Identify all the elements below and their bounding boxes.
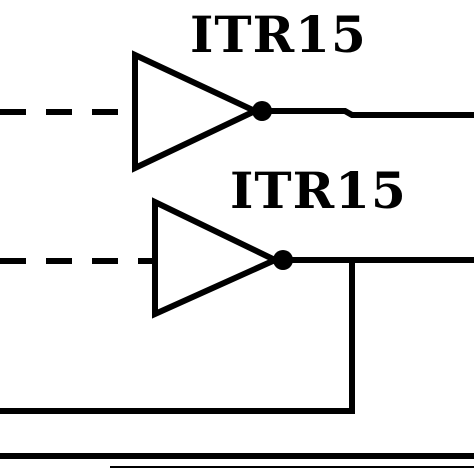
buffer-1-output-wire — [255, 108, 474, 118]
feedback-wire — [0, 260, 355, 414]
buffer-1-output-node — [252, 101, 272, 121]
buffer-1-symbol — [132, 50, 263, 173]
buffer-2-symbol — [152, 197, 283, 319]
buffer-2-output-node — [273, 250, 293, 270]
buffer-1-label: ITR15 — [190, 5, 367, 64]
buffer-2-label: ITR15 — [230, 161, 407, 220]
